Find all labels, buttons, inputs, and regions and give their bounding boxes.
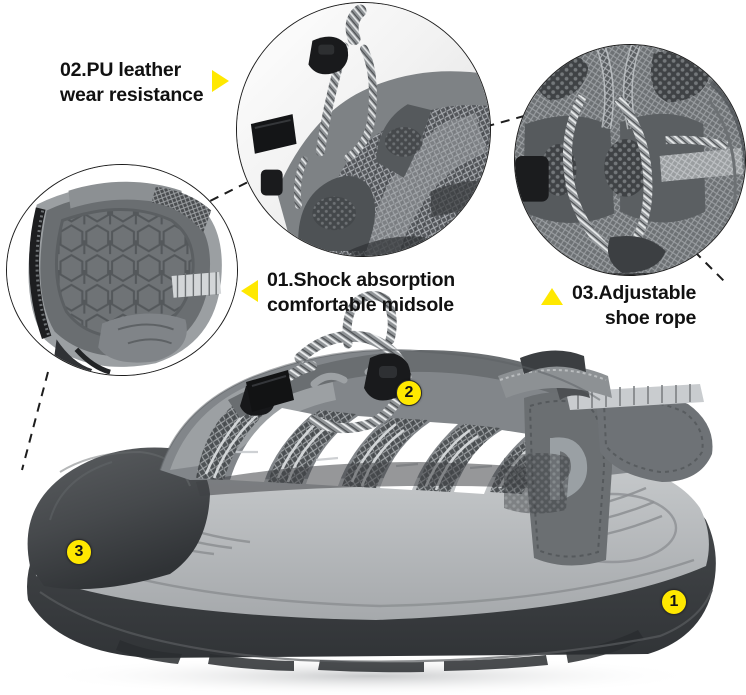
callout-02-text: 02.PU leather wear resistance bbox=[60, 58, 204, 108]
callout-03-text: 03.Adjustable shoe rope bbox=[572, 281, 696, 331]
badge-2-label: 2 bbox=[404, 384, 414, 401]
callout-03-line2: shoe rope bbox=[604, 306, 697, 329]
triangle-left-icon bbox=[241, 280, 258, 302]
badge-1: 1 bbox=[661, 589, 687, 615]
badge-3-label: 3 bbox=[74, 543, 84, 560]
badge-1-label: 1 bbox=[669, 593, 679, 610]
callout-03: 03.Adjustable shoe rope bbox=[541, 281, 696, 331]
callout-02: 02.PU leather wear resistance bbox=[60, 58, 230, 108]
callout-01-text: 01.Shock absorption comfortable midsole bbox=[267, 268, 455, 318]
callout-03-line1: 03.Adjustable bbox=[572, 282, 697, 304]
badge-2: 2 bbox=[396, 380, 422, 406]
triangle-up-icon bbox=[541, 288, 563, 305]
callout-02-line2: wear resistance bbox=[60, 83, 204, 106]
triangle-right-icon bbox=[212, 70, 230, 92]
inset-toe-lacelock bbox=[236, 2, 491, 257]
callout-02-line1: 02.PU leather bbox=[60, 59, 181, 81]
callout-01-line1: 01.Shock absorption bbox=[267, 269, 455, 291]
inset-upper-webbing bbox=[514, 44, 746, 276]
callout-01: 01.Shock absorption comfortable midsole bbox=[241, 268, 455, 318]
badge-3: 3 bbox=[66, 539, 92, 565]
inset-midsole bbox=[6, 164, 238, 376]
callout-01-line2: comfortable midsole bbox=[267, 293, 454, 316]
